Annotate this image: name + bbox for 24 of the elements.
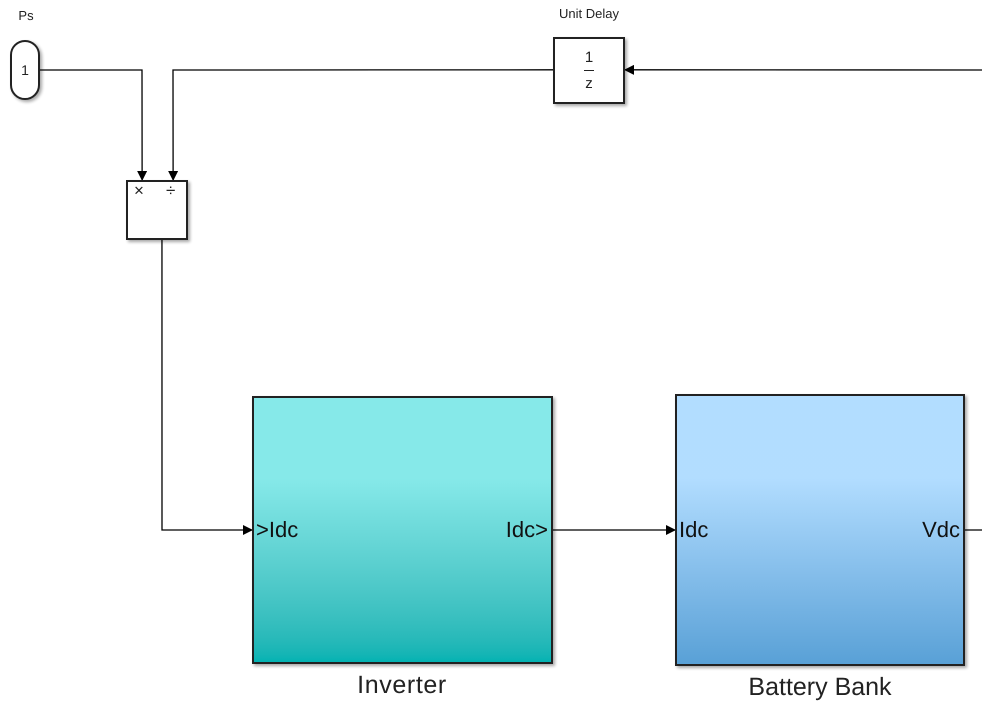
block-name: Battery Bank [748,672,892,703]
port-label: Idc [679,519,708,541]
signal-line [161,240,253,535]
port-label: Idc> [506,519,548,541]
signal-line [624,64,982,75]
denominator: z [585,76,593,92]
inport-block [10,40,40,100]
port-number: 1 [21,60,29,80]
port-label: Vdc [922,519,960,541]
block-name: Ps [18,8,34,24]
block-name: Unit Delay [559,6,619,22]
numerator: 1 [584,50,594,65]
signal-line [168,69,553,181]
subsystem-block [252,396,553,664]
port-label: >Idc [256,519,298,541]
signal-line [553,525,676,535]
unit-delay-block [553,37,625,104]
signal-line [965,529,982,531]
subsystem-block [675,394,965,666]
port-sign: × [134,182,144,199]
product-block [126,180,188,240]
block-name: Inverter [357,670,447,701]
signal-line [40,69,148,181]
port-sign: ÷ [166,182,176,199]
